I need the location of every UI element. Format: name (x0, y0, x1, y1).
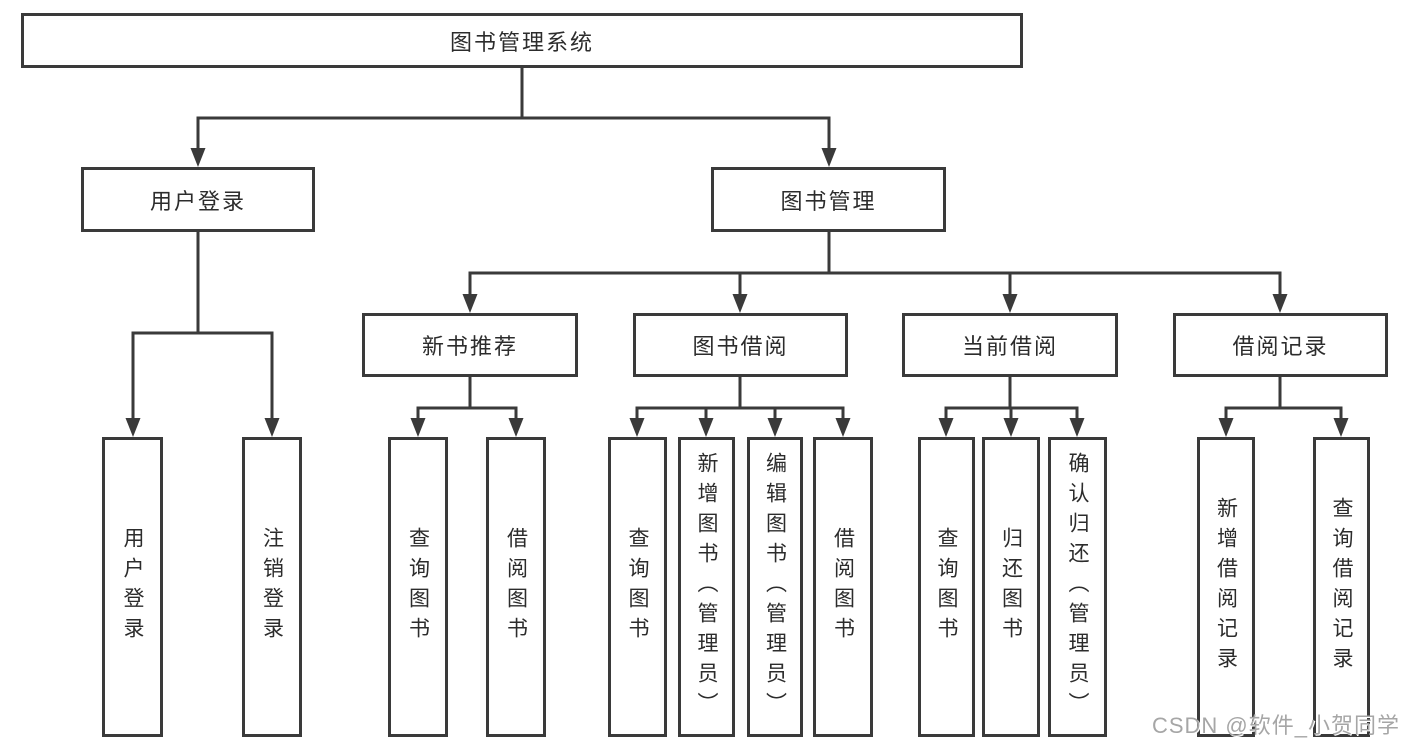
node-user-login-label: 用户登录 (149, 188, 246, 214)
node-bb-query-books: 查询图书 (608, 437, 667, 737)
node-user-login: 用户登录 (81, 167, 315, 232)
node-current-borrowing: 当前借阅 (902, 313, 1118, 377)
node-nb-borrow-books: 借阅图书 (486, 437, 546, 737)
arrowhead-icon (821, 148, 837, 167)
node-logout-label: 注销登录 (260, 527, 284, 647)
node-borrowing-records: 借阅记录 (1173, 313, 1388, 377)
node-nb-borrow-books-label: 借阅图书 (504, 527, 528, 647)
arrowhead-icon (938, 418, 954, 437)
node-br-query-record: 查询借阅记录 (1313, 437, 1370, 737)
node-bb-edit-books-label: 编辑图书（管理员） (763, 452, 787, 722)
arrowhead-icon (1333, 418, 1349, 437)
node-book-borrowing-label: 图书借阅 (692, 334, 789, 359)
node-book-management-label: 图书管理 (780, 188, 877, 214)
node-bb-edit-books: 编辑图书（管理员） (747, 437, 803, 737)
arrowhead-icon (1218, 418, 1234, 437)
node-book-management: 图书管理 (711, 167, 946, 232)
node-new-book-recommend-label: 新书推荐 (421, 334, 518, 359)
node-br-query-record-label: 查询借阅记录 (1330, 497, 1353, 677)
arrowhead-icon (835, 418, 851, 437)
node-logout: 注销登录 (242, 437, 302, 737)
node-cb-return-books: 归还图书 (982, 437, 1040, 737)
arrowhead-icon (190, 148, 206, 167)
node-book-borrowing: 图书借阅 (633, 313, 848, 377)
node-borrowing-records-label: 借阅记录 (1232, 334, 1329, 359)
node-bb-borrow-books: 借阅图书 (813, 437, 873, 737)
arrowhead-icon (410, 418, 426, 437)
arrowhead-icon (1002, 294, 1018, 313)
node-bb-add-books: 新增图书（管理员） (678, 437, 735, 737)
node-bb-borrow-books-label: 借阅图书 (831, 527, 855, 647)
node-cb-confirm-return: 确认归还（管理员） (1048, 437, 1107, 737)
node-new-book-recommend: 新书推荐 (362, 313, 578, 377)
arrowhead-icon (629, 418, 645, 437)
node-cb-query-books-label: 查询图书 (935, 527, 958, 647)
node-root: 图书管理系统 (21, 13, 1023, 68)
node-bb-query-books-label: 查询图书 (626, 527, 649, 647)
node-root-label: 图书管理系统 (449, 29, 594, 55)
node-br-add-record-label: 新增借阅记录 (1214, 497, 1238, 677)
node-bb-add-books-label: 新增图书（管理员） (695, 452, 718, 722)
arrowhead-icon (698, 418, 714, 437)
node-cb-query-books: 查询图书 (918, 437, 975, 737)
node-login: 用户登录 (102, 437, 163, 737)
node-cb-return-books-label: 归还图书 (999, 527, 1023, 647)
node-cb-confirm-return-label: 确认归还（管理员） (1066, 452, 1089, 722)
arrowhead-icon (125, 418, 141, 437)
node-br-add-record: 新增借阅记录 (1197, 437, 1255, 737)
arrowhead-icon (462, 294, 478, 313)
arrowhead-icon (1272, 294, 1288, 313)
node-current-borrowing-label: 当前借阅 (961, 334, 1058, 359)
arrowhead-icon (264, 418, 280, 437)
node-nb-query-books: 查询图书 (388, 437, 448, 737)
arrowhead-icon (1069, 418, 1085, 437)
arrowhead-icon (767, 418, 783, 437)
node-login-label: 用户登录 (121, 527, 144, 647)
arrowhead-icon (508, 418, 524, 437)
arrowhead-icon (732, 294, 748, 313)
arrowhead-icon (1003, 418, 1019, 437)
node-nb-query-books-label: 查询图书 (406, 527, 430, 647)
